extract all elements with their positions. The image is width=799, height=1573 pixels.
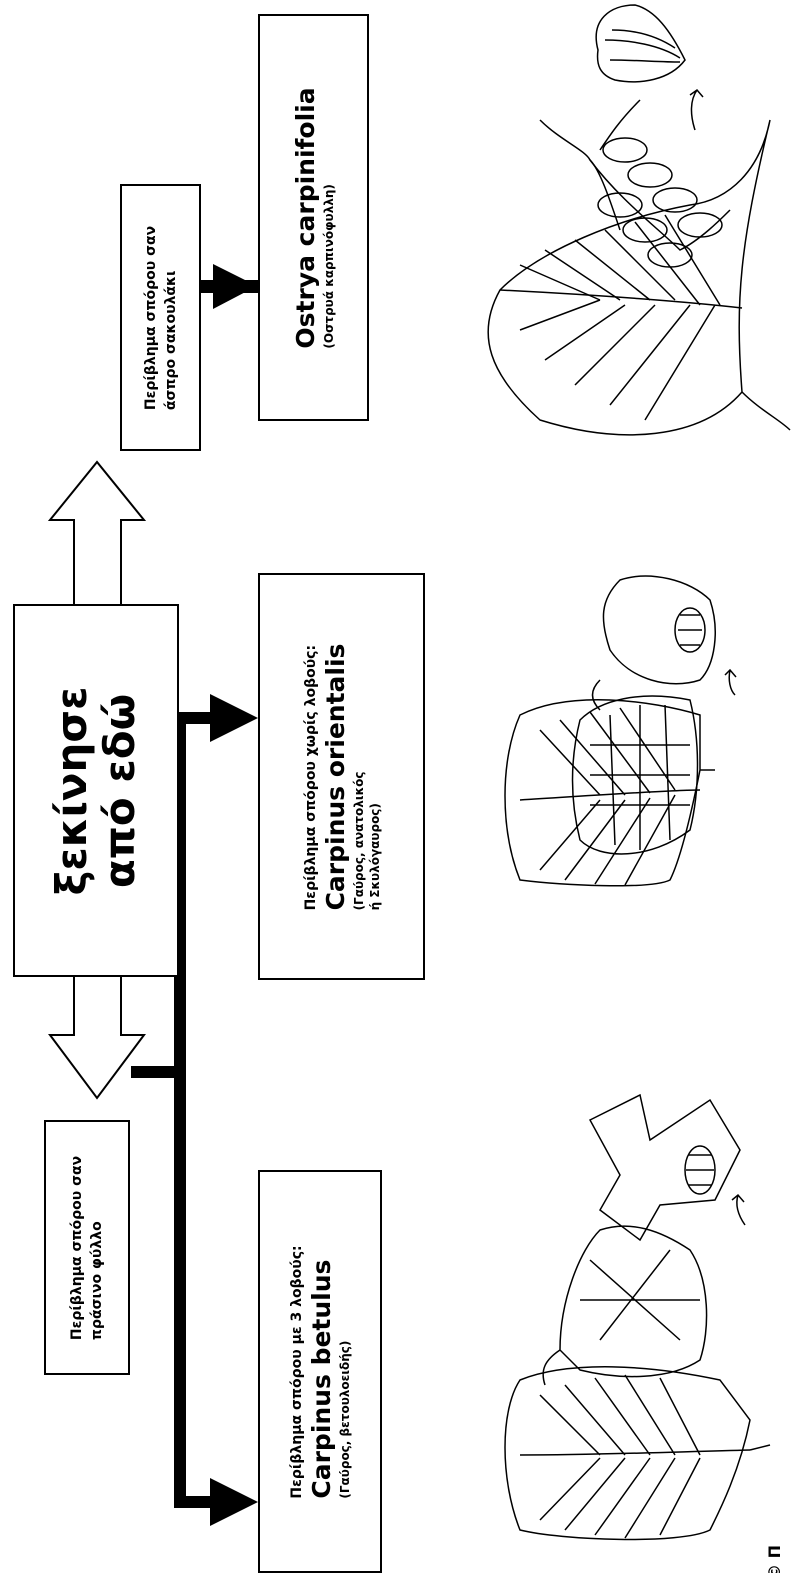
orientalis-fruit-illustration xyxy=(602,575,737,696)
ostrya-fruit-illustration xyxy=(595,4,704,131)
ostrya-leaf-illustration xyxy=(487,119,791,436)
orientalis-catkin-illustration xyxy=(571,679,699,855)
hollow-arrow-down xyxy=(48,974,146,1100)
orientalis-common-name-line2: ή Σκυλόγαυρος) xyxy=(367,802,382,910)
start-box: ξεκίνησε από εδώ xyxy=(13,604,179,977)
condition-white-sac-line2: άσπρο σακουλάκι xyxy=(162,270,179,410)
orientalis-scientific-name: Carpinus orientalis xyxy=(320,643,350,910)
start-line1: ξεκίνησε xyxy=(47,686,96,895)
betulus-fruit-illustration xyxy=(588,1093,746,1242)
condition-white-sac-box: Περίβλημα σπόρου σαν άσπρο σακουλάκι xyxy=(120,184,201,451)
result-ostrya-box: Ostrya carpinifolia (Οστρυά καρπινόφυλλη… xyxy=(258,14,369,421)
condition-green-leaf-box: Περίβλημα σπόρου σαν πράσινο φύλλο xyxy=(44,1120,130,1375)
orientalis-description: Περίβλημα σπόρου χωρίς λοβούς: xyxy=(302,644,319,910)
betulus-catkin-illustration xyxy=(542,1225,708,1386)
ostrya-scientific-name: Ostrya carpinifolia xyxy=(290,86,320,349)
copyright-text: © Πα xyxy=(765,1546,784,1573)
betulus-common-name: (Γαύρος, βετουλοειδής) xyxy=(338,1340,352,1499)
start-line2: από εδώ xyxy=(95,693,144,888)
condition-green-leaf-line1: Περίβλημα σπόρου σαν xyxy=(69,1155,85,1340)
result-orientalis-box: Περίβλημα σπόρου χωρίς λοβούς: Carpinus … xyxy=(258,573,425,980)
orientalis-common-name-line1: (Γαύρος, ανατολικός xyxy=(351,771,366,910)
betulus-scientific-name: Carpinus betulus xyxy=(307,1259,336,1499)
hollow-arrow-up xyxy=(47,460,147,606)
betulus-description: Περίβλημα σπόρου με 3 λοβούς: xyxy=(289,1244,305,1499)
betulus-leaf-illustration xyxy=(504,1366,771,1541)
result-betulus-box: Περίβλημα σπόρου με 3 λοβούς: Carpinus b… xyxy=(258,1170,382,1573)
condition-green-leaf-line2: πράσινο φύλλο xyxy=(89,1220,105,1340)
ostrya-catkin-illustration xyxy=(539,99,731,268)
copyright-notice: © Πα xyxy=(759,1546,799,1573)
arrow-to-ostrya xyxy=(201,264,259,309)
condition-white-sac-line1: Περίβλημα σπόρου σαν xyxy=(142,225,159,410)
ostrya-common-name: (Οστρυά καρπινόφυλλη) xyxy=(321,183,336,349)
